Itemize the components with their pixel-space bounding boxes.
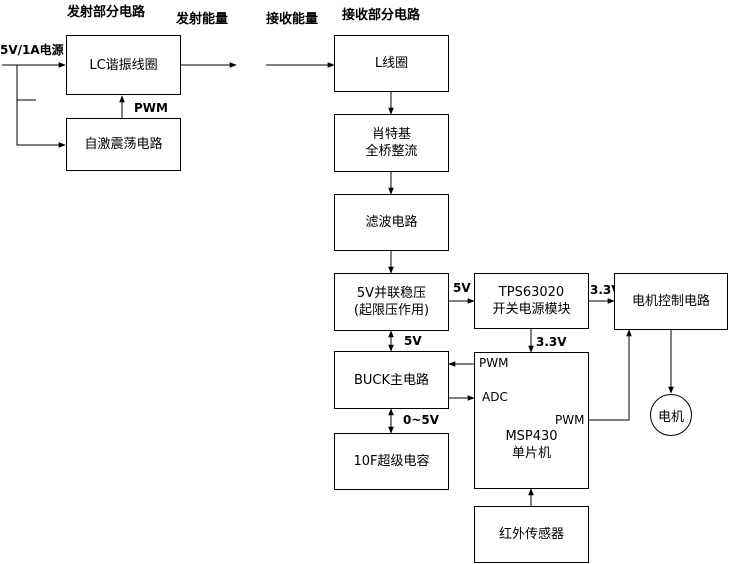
block-motor-label: 电机 xyxy=(657,409,684,425)
label-5v-to-buck: 5V xyxy=(404,334,422,348)
block-tps63020: TPS63020 开关电源模块 xyxy=(474,273,589,329)
block-schottky-rectifier: 肖特基 全桥整流 xyxy=(334,114,449,172)
block-motor-control-label: 电机控制电路 xyxy=(631,294,710,309)
label-3v3-to-mcu: 3.3V xyxy=(536,335,567,349)
block-motor-control: 电机控制电路 xyxy=(614,273,728,330)
block-self-oscillator-label: 自激震荡电路 xyxy=(84,137,163,152)
block-l-coil-label: L线圈 xyxy=(374,56,409,71)
block-l-coil: L线圈 xyxy=(334,35,449,92)
block-motor: 电机 xyxy=(650,394,692,436)
block-lc-resonant-coil-label: LC谐振线圈 xyxy=(89,57,158,73)
block-filter-label: 滤波电路 xyxy=(365,215,418,230)
block-shunt-line-1: 5V并联稳压 xyxy=(356,286,427,301)
block-shunt-regulator: 5V并联稳压 (起限压作用) xyxy=(334,273,449,331)
pin-adc: ADC xyxy=(482,390,508,404)
label-0-5v-cap: 0~5V xyxy=(403,413,440,427)
block-shunt-line-2: (起限压作用) xyxy=(353,303,430,318)
block-schottky-line-2: 全桥整流 xyxy=(365,144,418,159)
block-buck: BUCK主电路 xyxy=(334,351,449,409)
block-buck-label: BUCK主电路 xyxy=(353,372,430,388)
block-msp430-line-1: MSP430 xyxy=(505,429,558,444)
block-supercapacitor-label: 10F超级电容 xyxy=(353,454,430,469)
label-pwm-osc: PWM xyxy=(134,101,168,115)
wire-power-to-osc xyxy=(16,65,66,148)
label-3v3-to-motorctrl: 3.3V xyxy=(590,283,621,297)
block-filter: 滤波电路 xyxy=(334,194,449,251)
heading-rx-section: 接收部分电路 xyxy=(342,8,421,23)
block-schottky-line-1: 肖特基 xyxy=(371,127,411,142)
block-ir-sensor: 红外传感器 xyxy=(474,506,589,563)
label-power-input: 5V/1A电源 xyxy=(0,43,64,57)
heading-tx-energy: 发射能量 xyxy=(176,12,229,27)
block-msp430-line-2: 单片机 xyxy=(511,446,551,461)
wire-mcu-pwm-to-motorctrl xyxy=(589,329,632,421)
block-supercapacitor: 10F超级电容 xyxy=(334,433,449,490)
heading-tx-section: 发射部分电路 xyxy=(67,5,146,20)
block-self-oscillator: 自激震荡电路 xyxy=(66,118,181,171)
block-msp430: MSP430 单片机 xyxy=(474,352,589,489)
label-5v-to-tps: 5V xyxy=(453,281,471,295)
block-ir-sensor-label: 红外传感器 xyxy=(498,527,564,542)
block-tps-line-1: TPS63020 xyxy=(498,285,565,300)
pin-pwm-out: PWM xyxy=(555,413,585,427)
pin-pwm-in: PWM xyxy=(479,356,509,370)
heading-rx-energy: 接收能量 xyxy=(266,12,319,27)
block-lc-resonant-coil: LC谐振线圈 xyxy=(66,35,181,95)
block-tps-line-2: 开关电源模块 xyxy=(492,302,571,317)
